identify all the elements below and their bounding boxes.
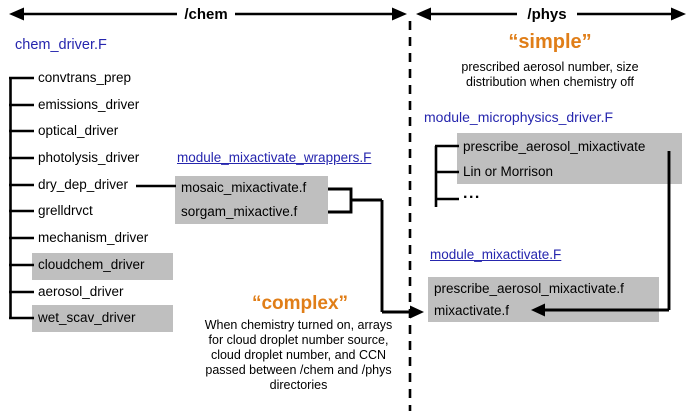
tree-item-mechanism-driver: mechanism_driver (38, 230, 149, 245)
complex-line: passed between /chem and /phys (205, 363, 392, 377)
tree-item-photolysis-driver: photolysis_driver (38, 150, 140, 165)
highlight-wet-scav-driver (32, 305, 173, 332)
wrappers-function-rows: mosaic_mixactivate.f sorgam_mixactive.f (175, 176, 328, 224)
complex-line: cloud droplet number, and CCN (210, 348, 387, 362)
tree-item-dry-dep-driver: dry_dep_driver (38, 177, 129, 192)
chem-call-tree-lines (9, 76, 34, 320)
simple-line: distribution when chemistry off (466, 75, 634, 89)
wrappers-function-sorgam: sorgam_mixactive.f (181, 204, 298, 219)
complex-description: When chemistry turned on, arrays for clo… (172, 318, 425, 393)
highlight-cloudchem-driver (32, 253, 173, 280)
mixactivate-module-title-link[interactable]: module_mixactivate.F (430, 247, 562, 262)
tree-item-wet-scav-driver: wet_scav_driver (38, 310, 136, 325)
complex-line: for cloud droplet number source, (208, 333, 389, 347)
phys-call-tree-lines (434, 144, 459, 207)
microphysics-item-prescribe: prescribe_aerosol_mixactivate (463, 139, 646, 154)
mixactivate-function-mixactivate: mixactivate.f (434, 303, 510, 318)
microphysics-item-lin-morrison: Lin or Morrison (463, 164, 554, 179)
chem-section-label: /chem (184, 6, 228, 23)
microphysics-item-ellipsis: ... (463, 185, 481, 202)
simple-description: prescribed aerosol number, size distribu… (425, 60, 675, 90)
tree-item-emissions-driver: emissions_driver (38, 97, 140, 112)
complex-line: directories (269, 378, 328, 392)
phys-section-label: /phys (527, 6, 567, 23)
mixactivate-function-prescribe: prescribe_aerosol_mixactivate.f (434, 281, 624, 296)
complex-heading: “complex” (251, 293, 349, 314)
tree-item-cloudchem-driver: cloudchem_driver (38, 257, 145, 272)
simple-line: prescribed aerosol number, size (461, 60, 639, 74)
wrappers-function-box (175, 176, 328, 224)
microphysics-module-title: module_microphysics_driver.F (424, 109, 614, 125)
tree-item-grelldrvct: grelldrvct (38, 203, 93, 218)
chem-driver-file-title: chem_driver.F (15, 37, 107, 53)
mixactivate-function-rows: prescribe_aerosol_mixactivate.f mixactiv… (428, 277, 659, 322)
microphysics-call-rows: prescribe_aerosol_mixactivate Lin or Mor… (457, 134, 682, 184)
wrappers-module-title-link[interactable]: module_mixactivate_wrappers.F (177, 150, 372, 165)
tree-item-convtrans-prep: convtrans_prep (38, 70, 132, 85)
simple-heading: “simple” (508, 31, 592, 53)
tree-item-optical-driver: optical_driver (38, 123, 119, 138)
complex-line: When chemistry turned on, arrays (204, 318, 393, 332)
wrappers-function-mosaic: mosaic_mixactivate.f (181, 180, 307, 195)
microphysics-call-box (457, 133, 682, 184)
tree-item-aerosol-driver: aerosol_driver (38, 284, 124, 299)
